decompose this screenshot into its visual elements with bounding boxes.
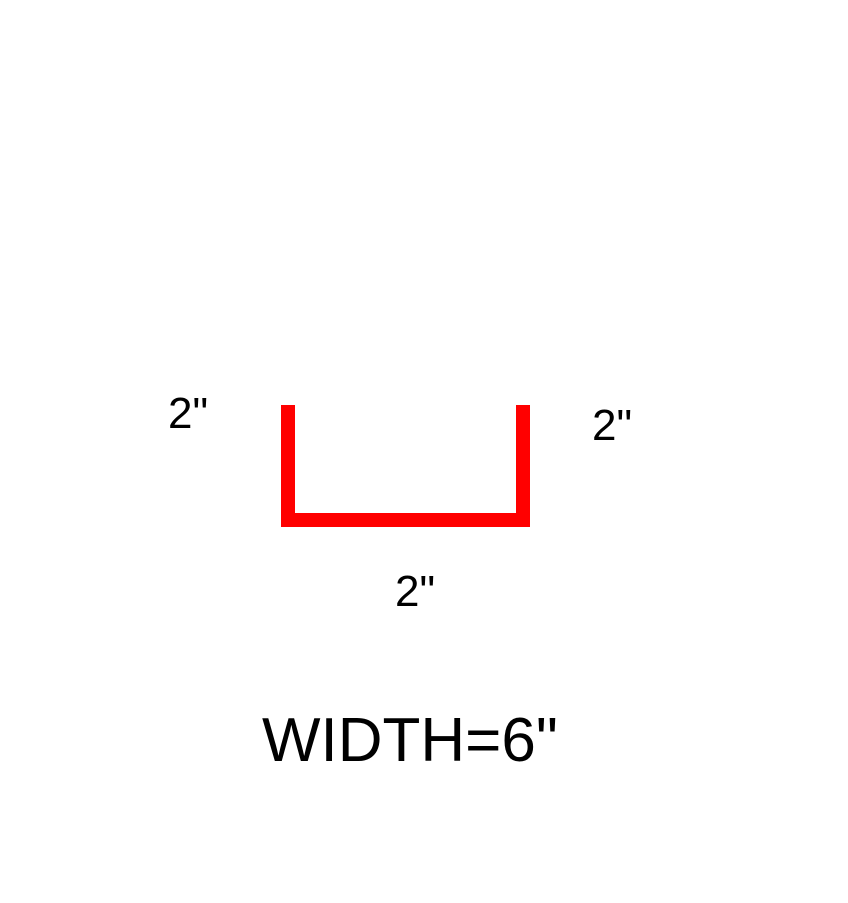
- width-caption: WIDTH=6": [262, 706, 558, 775]
- right-dimension-label: 2": [592, 401, 633, 450]
- bottom-dimension-label: 2": [395, 567, 436, 616]
- u-channel-shape: [281, 405, 530, 527]
- left-dimension-label: 2": [168, 389, 209, 438]
